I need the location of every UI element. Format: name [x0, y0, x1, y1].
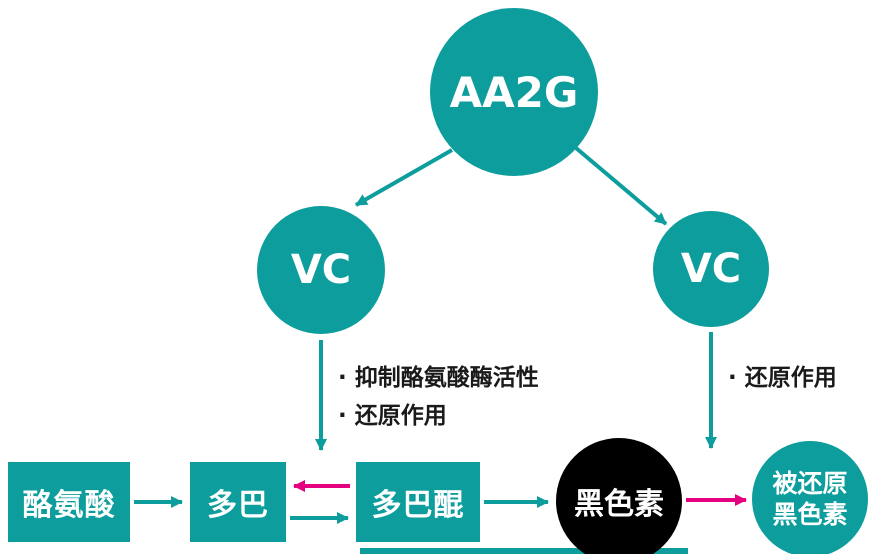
node-vc-left-label: VC	[290, 247, 352, 293]
node-reduced-melanin-line2: 黑色素	[772, 500, 848, 529]
annotation-inhibit-tyrosinase: · 抑制酪氨酸酶活性	[338, 365, 539, 391]
node-melanin-label: 黑色素	[574, 487, 664, 522]
node-vc-left: VC	[257, 206, 385, 334]
node-tyrosine-label: 酪氨酸	[22, 488, 116, 523]
node-melanin: 黑色素	[556, 438, 682, 554]
annotation-reduction-left: · 还原作用	[338, 403, 447, 429]
node-reduced-melanin: 被还原 黑色素	[752, 441, 868, 554]
node-dopaquinone: 多巴醌	[356, 462, 480, 542]
node-aa2g-label: AA2G	[449, 67, 579, 117]
node-reduced-melanin-line1: 被还原	[772, 468, 848, 498]
node-tyrosine: 酪氨酸	[8, 462, 130, 542]
arrow-aa2g-to-vc-left	[355, 148, 453, 207]
node-vc-right: VC	[653, 211, 769, 327]
arrow-aa2g-to-vc-right	[574, 146, 668, 226]
node-dopa: 多巴	[190, 462, 286, 542]
node-vc-right-label: VC	[680, 246, 742, 292]
node-dopa-label: 多巴	[207, 488, 269, 523]
node-dopaquinone-label: 多巴醌	[371, 488, 465, 523]
node-aa2g: AA2G	[430, 8, 598, 176]
annotation-reduction-right: · 还原作用	[728, 365, 837, 391]
